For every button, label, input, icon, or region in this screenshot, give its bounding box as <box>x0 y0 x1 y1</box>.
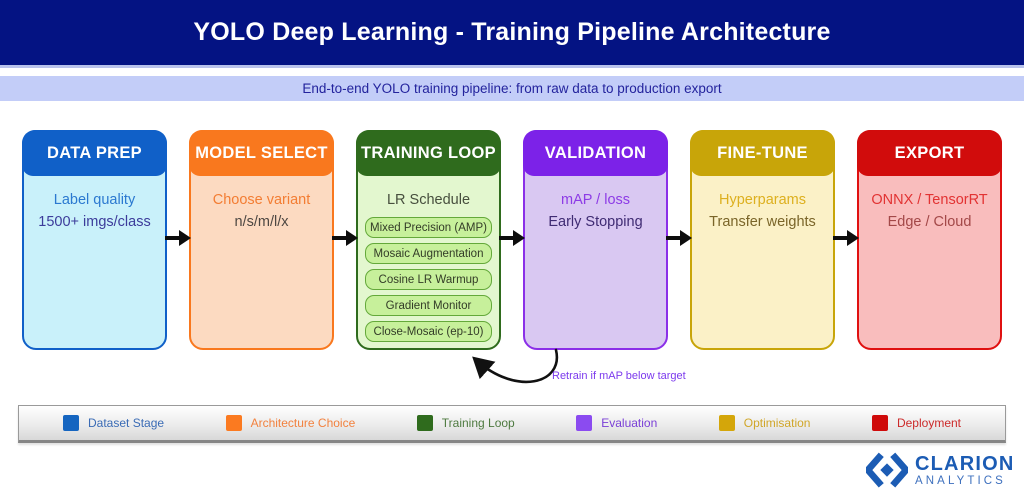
legend-label: Optimisation <box>743 416 811 430</box>
stage-title-validation: VALIDATION <box>523 130 668 176</box>
stage-title-export: EXPORT <box>857 130 1002 176</box>
stage-card-fine-tune[interactable]: FINE-TUNE Hyperparams Transfer weights <box>690 130 835 350</box>
training-feature-pill[interactable]: Close-Mosaic (ep-10) <box>365 321 492 342</box>
legend-swatch-red <box>871 415 888 431</box>
logo-subname: ANALYTICS <box>915 475 1006 488</box>
pipeline-row: DATA PREP Label quality 1500+ imgs/class… <box>22 130 1002 350</box>
flow-arrow <box>499 130 525 350</box>
training-feature-pill[interactable]: Gradient Monitor <box>365 295 492 316</box>
stage-line: Edge / Cloud <box>887 214 972 230</box>
legend-item-evaluation: Evaluation <box>576 415 657 431</box>
training-feature-pill[interactable]: Mixed Precision (AMP) <box>365 217 492 238</box>
legend-label: Training Loop <box>441 416 515 430</box>
stage-card-data-prep[interactable]: DATA PREP Label quality 1500+ imgs/class <box>22 130 167 350</box>
stage-line: Hyperparams <box>718 192 807 208</box>
header-bar: YOLO Deep Learning - Training Pipeline A… <box>0 0 1024 68</box>
stage-line: Transfer weights <box>709 214 816 230</box>
logo-name: CLARION <box>915 453 1015 476</box>
clarion-analytics-logo: CLARION ANALYTICS <box>866 452 1015 490</box>
training-feature-pill[interactable]: Mosaic Augmentation <box>365 243 492 264</box>
subtitle-bar: End-to-end YOLO training pipeline: from … <box>0 76 1024 101</box>
stage-title-training-loop: TRAINING LOOP <box>356 130 501 176</box>
stage-card-training-loop[interactable]: TRAINING LOOP LR Schedule Mixed Precisio… <box>356 130 501 350</box>
stage-body-fine-tune: Hyperparams Transfer weights <box>692 176 833 233</box>
stage-title-fine-tune: FINE-TUNE <box>690 130 835 176</box>
legend-item-dataset-stage: Dataset Stage <box>63 415 164 431</box>
stage-title-data-prep: DATA PREP <box>22 130 167 176</box>
stage-title-model-select: MODEL SELECT <box>189 130 334 176</box>
flow-arrow <box>833 130 859 350</box>
legend-item-optimisation: Optimisation <box>718 415 811 431</box>
training-pill-list: Mixed Precision (AMP) Mosaic Augmentatio… <box>358 217 499 342</box>
stage-body-model-select: Choose variant n/s/m/l/x <box>191 176 332 233</box>
feedback-label: Retrain if mAP below target <box>552 370 686 382</box>
legend-item-deployment: Deployment <box>871 415 961 431</box>
feedback-arrow <box>472 348 559 384</box>
subtitle-text: End-to-end YOLO training pipeline: from … <box>302 81 722 96</box>
legend-label: Dataset Stage <box>88 416 165 430</box>
legend-swatch-blue <box>63 415 79 431</box>
legend-swatch-gold <box>718 415 735 431</box>
legend-label: Architecture Choice <box>250 416 356 430</box>
training-feature-pill[interactable]: Cosine LR Warmup <box>365 269 492 290</box>
stage-line: Label quality <box>53 192 136 208</box>
stage-line: Choose variant <box>212 192 311 208</box>
flow-arrow <box>332 130 358 350</box>
legend-bar: Dataset Stage Architecture Choice Traini… <box>18 405 1006 443</box>
legend-swatch-green <box>416 415 433 431</box>
logo-text: CLARION ANALYTICS <box>915 454 1015 488</box>
stage-line: mAP / loss <box>560 192 631 208</box>
legend-swatch-orange <box>225 415 242 431</box>
flow-arrow <box>666 130 692 350</box>
stage-card-validation[interactable]: VALIDATION mAP / loss Early Stopping <box>523 130 668 350</box>
legend-swatch-purple <box>576 415 593 431</box>
stage-card-model-select[interactable]: MODEL SELECT Choose variant n/s/m/l/x <box>189 130 334 350</box>
stage-body-export: ONNX / TensorRT Edge / Cloud <box>859 176 1000 233</box>
stage-line: LR Schedule <box>386 192 471 208</box>
stage-line: 1500+ imgs/class <box>38 214 151 230</box>
page-title: YOLO Deep Learning - Training Pipeline A… <box>193 18 831 46</box>
legend-item-training-loop: Training Loop <box>416 415 515 431</box>
stage-line: n/s/m/l/x <box>234 214 289 230</box>
legend-label: Deployment <box>896 416 961 430</box>
legend-label: Evaluation <box>601 416 658 430</box>
stage-body-data-prep: Label quality 1500+ imgs/class <box>24 176 165 233</box>
stage-body-training-loop: LR Schedule Mixed Precision (AMP) Mosaic… <box>358 176 499 342</box>
stage-line: Early Stopping <box>548 214 643 230</box>
diamond-chevron-icon <box>866 452 908 488</box>
flow-arrow <box>165 130 191 350</box>
stage-card-export[interactable]: EXPORT ONNX / TensorRT Edge / Cloud <box>857 130 1002 350</box>
stage-line: ONNX / TensorRT <box>871 192 988 208</box>
legend-item-architecture-choice: Architecture Choice <box>225 415 356 431</box>
stage-body-validation: mAP / loss Early Stopping <box>525 176 666 233</box>
